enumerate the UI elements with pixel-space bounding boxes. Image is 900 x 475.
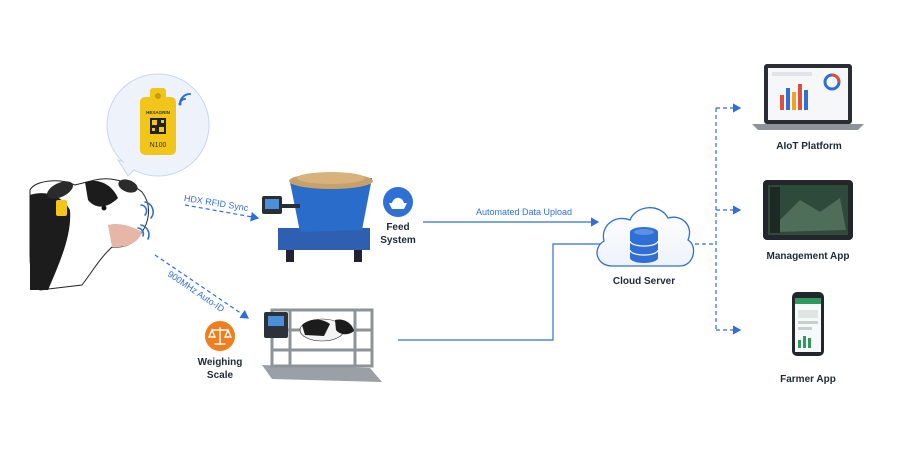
feed-icon-badge — [383, 187, 413, 217]
label-farmer-app: Farmer App — [780, 374, 836, 385]
connectors — [154, 103, 742, 341]
weighing-scale-illustration — [262, 308, 382, 382]
label-aiot-platform: AIoT Platform — [776, 141, 842, 152]
tag-id: N100 — [150, 142, 167, 149]
database-icon — [629, 227, 659, 263]
label-feed-system: Feed System — [378, 221, 418, 247]
label-data-upload: Automated Data Upload — [476, 207, 573, 217]
cow-signal-icon — [137, 201, 154, 240]
scale-icon-badge — [205, 321, 235, 351]
label-weighing-scale: Weighing Scale — [196, 356, 244, 382]
ear-tag — [140, 88, 176, 155]
connector-scale-cloud — [398, 243, 600, 341]
cow-illustration — [29, 178, 154, 291]
connector-hdx-rfid — [184, 204, 260, 222]
feed-bowl-icon — [389, 203, 407, 209]
label-management-app: Management App — [766, 251, 850, 262]
scale-label-line2: Scale — [206, 370, 234, 381]
aiot-chart-bars — [780, 84, 808, 110]
ear-tag-callout: HEXAGRIN N100 — [106, 73, 210, 177]
management-tablet-illustration — [763, 180, 853, 240]
feed-mixer-illustration — [262, 172, 373, 262]
farmer-phone-illustration — [792, 292, 824, 356]
label-cloud-server: Cloud Server — [612, 276, 676, 287]
feed-label-line2: System — [380, 235, 416, 246]
feed-label-line1: Feed — [386, 222, 410, 233]
cloud-server-node — [596, 207, 695, 267]
scale-label-line1: Weighing — [197, 357, 243, 368]
tag-brand: HEXAGRIN — [146, 110, 170, 115]
aiot-laptop-illustration — [752, 64, 864, 130]
connector-900mhz — [154, 254, 249, 319]
tag-wifi-icon — [178, 93, 191, 106]
balance-scale-icon — [207, 327, 233, 345]
